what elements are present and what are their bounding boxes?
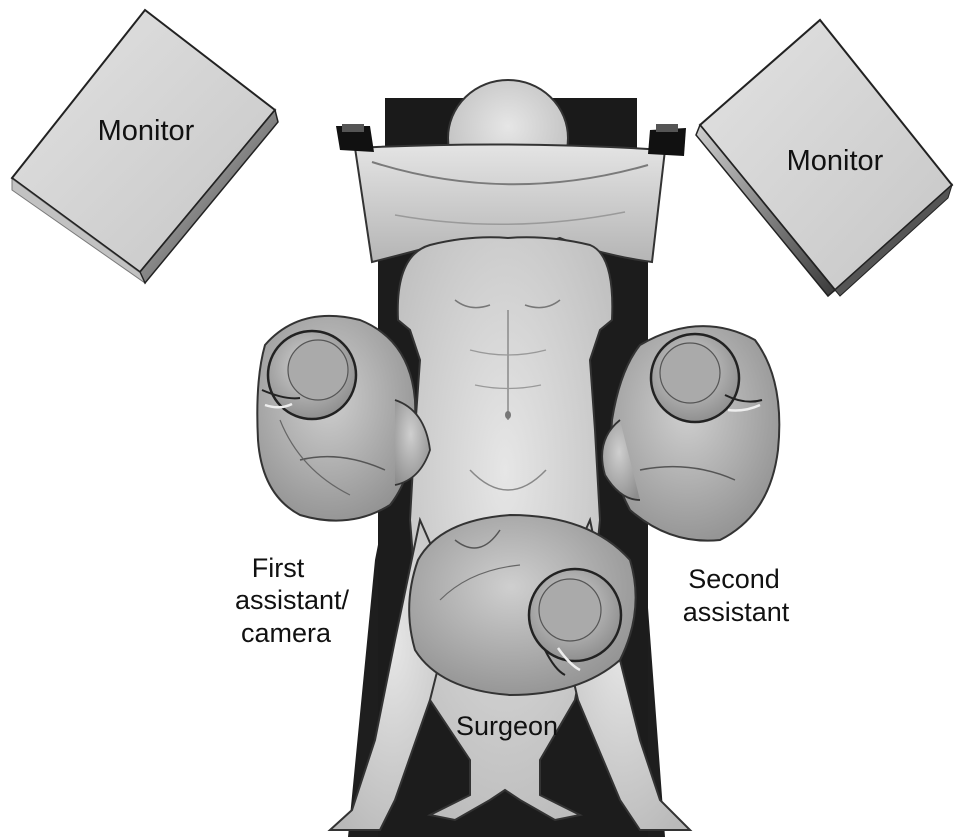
drape-clamp-left [336, 124, 374, 152]
first-assistant-label-line2: assistant/ [235, 585, 350, 615]
monitor-right-label: Monitor [787, 145, 884, 177]
first-assistant-label: First assistant/ camera [235, 553, 350, 648]
first-assistant-label-line3: camera [241, 618, 332, 648]
surgeon-label: Surgeon [456, 711, 558, 741]
first-assistant-label-line1: First [252, 553, 305, 583]
second-assistant-label-line2: assistant [683, 597, 790, 627]
surgeon-figure [409, 515, 635, 695]
monitor-left-label: Monitor [98, 115, 195, 147]
drape-clamp-right [648, 124, 686, 156]
second-assistant-label: Second assistant [683, 564, 790, 627]
second-assistant-label-line1: Second [688, 564, 780, 594]
